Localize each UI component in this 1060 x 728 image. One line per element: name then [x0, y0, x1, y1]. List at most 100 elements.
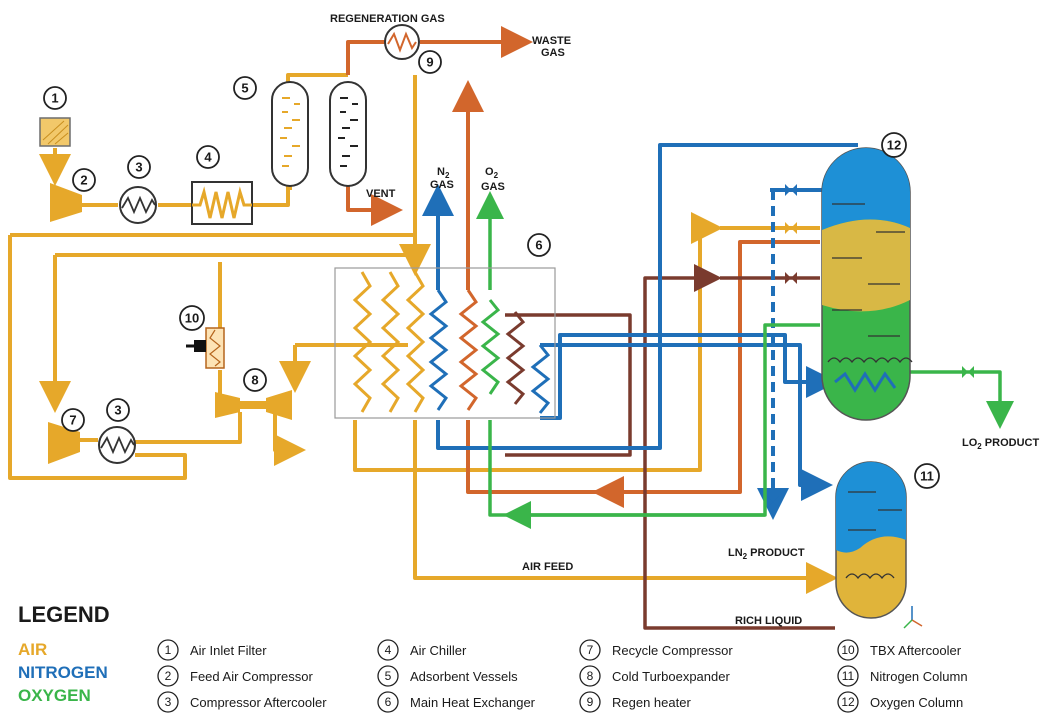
- nitrogen-piping: [422, 143, 858, 520]
- recycle-compressor-icon: [48, 422, 80, 464]
- regeneration-gas-label: REGENERATION GAS: [330, 13, 445, 25]
- air-inlet-filter-icon: [39, 117, 71, 147]
- svg-text:2: 2: [80, 173, 87, 188]
- svg-text:11: 11: [920, 469, 934, 484]
- legend-item-2: 2 Feed Air Compressor: [157, 665, 313, 687]
- o2-gas-label-line2: GAS: [481, 181, 505, 193]
- main-heat-exchanger-box: [334, 267, 556, 419]
- marker-8: 8: [243, 368, 267, 392]
- oxygen-column-icon: [821, 147, 913, 421]
- svg-text:8: 8: [251, 373, 258, 388]
- svg-text:7: 7: [587, 643, 594, 657]
- oxygen-piping: [476, 191, 1014, 529]
- marker-10: 10: [179, 305, 205, 331]
- n2-gas-label: N2: [437, 166, 450, 180]
- adsorbent-vessels-icon: [271, 81, 367, 187]
- svg-text:Cold Turboexpander: Cold Turboexpander: [612, 669, 730, 684]
- svg-text:Recycle Compressor: Recycle Compressor: [612, 643, 733, 658]
- valves: [767, 184, 974, 508]
- axis-gizmo-icon: [903, 606, 923, 629]
- legend-item-5: 5 Adsorbent Vessels: [377, 665, 518, 687]
- heat-exchanger-coils: [352, 271, 551, 414]
- svg-text:4: 4: [204, 150, 212, 165]
- lo2-product-label: LO2 PRODUCT: [962, 437, 1039, 451]
- svg-text:4: 4: [385, 643, 392, 657]
- nitrogen-column-icon: [835, 461, 907, 619]
- svg-text:2: 2: [165, 669, 172, 683]
- svg-text:12: 12: [887, 138, 901, 153]
- svg-text:1: 1: [165, 643, 172, 657]
- o2-gas-label: O2: [485, 166, 499, 180]
- svg-text:Air Inlet Filter: Air Inlet Filter: [190, 643, 267, 658]
- marker-3b: 3: [106, 398, 130, 422]
- svg-text:8: 8: [587, 669, 594, 683]
- waste-gas-label-line1: WASTE: [532, 35, 571, 47]
- svg-text:Adsorbent Vessels: Adsorbent Vessels: [410, 669, 518, 684]
- recycle-aftercooler-icon: [98, 426, 136, 464]
- vent-label: VENT: [366, 188, 396, 200]
- svg-text:Nitrogen Column: Nitrogen Column: [870, 669, 968, 684]
- svg-text:3: 3: [114, 403, 121, 418]
- svg-text:Oxygen Column: Oxygen Column: [870, 695, 963, 710]
- regen-heater-icon: [384, 24, 420, 60]
- legend-item-7: 7 Recycle Compressor: [579, 639, 733, 661]
- legend-item-6: 6 Main Heat Exchanger: [377, 691, 536, 713]
- svg-text:6: 6: [385, 695, 392, 709]
- marker-9: 9: [418, 50, 442, 74]
- marker-12: 12: [881, 132, 907, 158]
- svg-text:9: 9: [587, 695, 594, 709]
- marker-4: 4: [196, 145, 220, 169]
- legend-title: LEGEND: [18, 602, 110, 627]
- svg-text:Regen heater: Regen heater: [612, 695, 691, 710]
- svg-text:TBX Aftercooler: TBX Aftercooler: [870, 643, 962, 658]
- cold-turboexpander-icon: [215, 390, 292, 420]
- ln2-product-label: LN2 PRODUCT: [728, 547, 805, 561]
- legend-item-11: 11 Nitrogen Column: [837, 665, 968, 687]
- svg-text:3: 3: [165, 695, 172, 709]
- legend-item-4: 4 Air Chiller: [377, 639, 467, 661]
- marker-1: 1: [43, 86, 67, 110]
- legend-item-9: 9 Regen heater: [579, 691, 691, 713]
- svg-text:9: 9: [426, 55, 433, 70]
- waste-gas-piping: [346, 26, 820, 508]
- svg-text:7: 7: [69, 413, 76, 428]
- svg-text:5: 5: [385, 669, 392, 683]
- svg-text:11: 11: [842, 669, 855, 683]
- n2-gas-label-line2: GAS: [430, 179, 454, 191]
- legend-item-1: 1 Air Inlet Filter: [157, 639, 267, 661]
- marker-7: 7: [61, 408, 85, 432]
- legend-item-3: 3 Compressor Aftercooler: [157, 691, 327, 713]
- legend-stream-nitrogen: NITROGEN: [18, 663, 108, 682]
- air-piping: [8, 73, 838, 594]
- legend-stream-oxygen: OXYGEN: [18, 686, 91, 705]
- marker-11: 11: [914, 463, 940, 489]
- svg-text:10: 10: [185, 311, 199, 326]
- legend-item-10: 10 TBX Aftercooler: [837, 639, 962, 661]
- svg-text:1: 1: [51, 91, 58, 106]
- legend: LEGEND AIR NITROGEN OXYGEN 1 Air Inlet Fi…: [18, 602, 968, 713]
- waste-gas-label-line2: GAS: [541, 47, 565, 59]
- svg-text:Air Chiller: Air Chiller: [410, 643, 467, 658]
- legend-item-8: 8 Cold Turboexpander: [579, 665, 730, 687]
- tbx-aftercooler-icon: [186, 327, 225, 369]
- marker-5: 5: [233, 76, 257, 100]
- svg-text:10: 10: [841, 643, 855, 657]
- air-chiller-icon: [191, 181, 253, 225]
- filter-hatch: [42, 120, 69, 145]
- svg-text:6: 6: [535, 238, 542, 253]
- svg-text:5: 5: [241, 81, 248, 96]
- marker-6: 6: [527, 233, 551, 257]
- svg-text:Main Heat Exchanger: Main Heat Exchanger: [410, 695, 536, 710]
- svg-text:Compressor Aftercooler: Compressor Aftercooler: [190, 695, 327, 710]
- marker-3: 3: [127, 155, 151, 179]
- feed-air-compressor-icon: [50, 183, 82, 222]
- rich-liquid-label: RICH LIQUID: [735, 615, 802, 627]
- air-feed-label: AIR FEED: [522, 561, 573, 573]
- marker-2: 2: [72, 168, 96, 192]
- rich-liquid-piping: [505, 264, 835, 630]
- svg-text:Feed Air Compressor: Feed Air Compressor: [190, 669, 313, 684]
- svg-text:3: 3: [135, 160, 142, 175]
- legend-stream-air: AIR: [18, 640, 47, 659]
